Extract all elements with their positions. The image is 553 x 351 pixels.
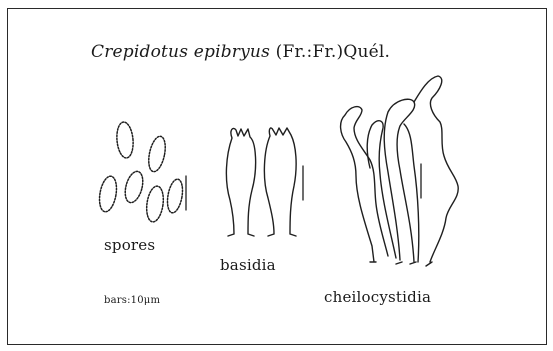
spores-group: [97, 121, 186, 223]
basidia-group: [226, 128, 303, 236]
scale-note: bars:10μm: [104, 295, 160, 306]
basidium-2: [264, 128, 296, 236]
label-spores: spores: [104, 236, 155, 254]
spore-3: [97, 175, 119, 213]
cheilocystidia-group: [341, 76, 459, 266]
label-cheilocystidia: cheilocystidia: [324, 288, 431, 306]
cheilocystidium-2: [367, 121, 396, 258]
spore-4: [122, 169, 146, 204]
spore-2: [146, 135, 168, 173]
basidium-1: [226, 128, 255, 236]
spore-5: [145, 185, 166, 223]
cheilocystidium-3: [384, 99, 416, 264]
spore-6: [165, 178, 185, 214]
spore-1: [115, 121, 134, 158]
label-basidia: basidia: [220, 256, 276, 274]
